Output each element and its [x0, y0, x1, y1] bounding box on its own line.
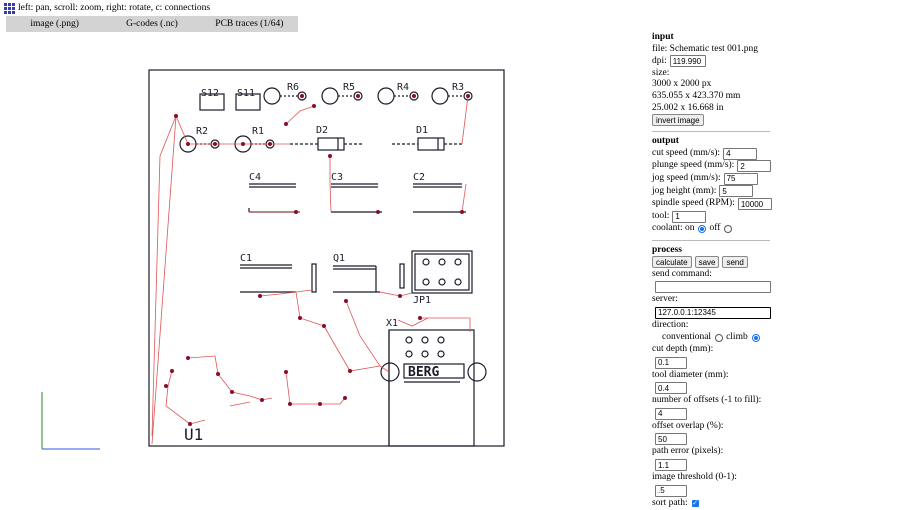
- label-r4: R4: [397, 82, 409, 93]
- control-panel: input file: Schematic test 001.png dpi: …: [652, 32, 897, 510]
- jog-lines: [151, 95, 471, 445]
- offsets-label: number of offsets (-1 to fill):: [652, 395, 762, 406]
- top-row-parts: [199, 87, 473, 111]
- x1-connector: [380, 329, 487, 447]
- divider: [652, 130, 770, 132]
- coolant-off-radio[interactable]: [724, 225, 733, 234]
- toolpath-viewport[interactable]: S12 S11 R6 R5 R4 R3 R2 R1 D2 D1 C4 C3 C2…: [0, 36, 640, 470]
- input-section-title: input: [652, 32, 674, 42]
- label-r2: R2: [196, 126, 208, 137]
- process-section-title: process: [652, 244, 682, 255]
- size-in: 25.002 x 16.668 in: [652, 102, 724, 113]
- label-q1: Q1: [333, 253, 345, 264]
- label-berg: BERG: [408, 365, 439, 380]
- capacitors: [240, 183, 466, 293]
- coolant-on-radio[interactable]: [698, 225, 707, 234]
- file-name: file: Schematic test 001.png: [652, 43, 759, 54]
- path-points: [164, 94, 470, 426]
- tool-diameter-label: tool diameter (mm):: [652, 369, 729, 380]
- coolant-label: coolant: on: [652, 223, 695, 234]
- size-mm: 635.055 x 423.370 mm: [652, 90, 741, 101]
- label-r5: R5: [343, 82, 355, 93]
- label-c4: C4: [249, 172, 261, 183]
- send-button[interactable]: send: [722, 256, 748, 269]
- view-tabs: image (.png) G-codes (.nc) PCB traces (1…: [6, 16, 298, 32]
- cut-speed-input[interactable]: [723, 147, 758, 160]
- spindle-speed-input[interactable]: [737, 198, 772, 211]
- sort-path-label: sort path:: [652, 498, 688, 509]
- app-grid-icon: [4, 2, 15, 14]
- server-label: server:: [652, 294, 678, 305]
- threshold-input[interactable]: [655, 484, 687, 497]
- tab-image[interactable]: image (.png): [30, 19, 79, 29]
- label-c1: C1: [240, 253, 252, 264]
- label-s12: S12: [201, 88, 219, 99]
- tab-gcodes[interactable]: G-codes (.nc): [126, 19, 178, 29]
- cut-speed-label: cut speed (mm/s):: [652, 147, 721, 158]
- cut-depth-input[interactable]: [655, 356, 687, 369]
- overlap-label: offset overlap (%):: [652, 420, 724, 431]
- climb-radio[interactable]: [751, 333, 760, 342]
- q1-jp1: [333, 250, 473, 294]
- plunge-speed-label: plunge speed (mm/s):: [652, 160, 735, 171]
- plunge-speed-input[interactable]: [737, 160, 772, 173]
- label-u1: U1: [184, 425, 203, 444]
- jog-height-input[interactable]: [719, 185, 754, 198]
- label-x1: X1: [386, 318, 398, 329]
- climb-label: climb: [726, 331, 748, 342]
- label-r3: R3: [452, 82, 464, 93]
- calculate-button[interactable]: calculate: [652, 256, 692, 269]
- label-jp1: JP1: [413, 295, 431, 306]
- server-input[interactable]: [655, 306, 771, 319]
- jog-speed-label: jog speed (mm/s):: [652, 173, 721, 184]
- board-outline: [148, 69, 505, 447]
- label-s11: S11: [237, 88, 255, 99]
- send-command-label: send command:: [652, 268, 712, 279]
- jog-height-label: jog height (mm):: [652, 185, 717, 196]
- path-error-label: path error (pixels):: [652, 446, 724, 457]
- direction-label: direction:: [652, 319, 689, 330]
- offsets-input[interactable]: [655, 407, 687, 420]
- tool-input[interactable]: [672, 210, 707, 223]
- divider: [652, 239, 770, 241]
- label-c2: C2: [413, 172, 425, 183]
- label-d1: D1: [416, 125, 428, 136]
- size-label: size:: [652, 67, 670, 78]
- threshold-label: image threshold (0-1):: [652, 472, 737, 483]
- dpi-label: dpi:: [652, 55, 667, 66]
- sort-path-checkbox[interactable]: ✓: [691, 499, 699, 508]
- conventional-label: conventional: [662, 331, 712, 342]
- label-r6: R6: [287, 82, 299, 93]
- label-d2: D2: [316, 125, 328, 136]
- controls-hint: left: pan, scroll: zoom, right: rotate, …: [18, 3, 211, 13]
- coolant-off-label: off: [709, 223, 721, 234]
- tab-pcb-traces[interactable]: PCB traces (1/64): [215, 19, 284, 29]
- header: left: pan, scroll: zoom, right: rotate, …: [4, 2, 210, 14]
- tool-label: tool:: [652, 210, 670, 221]
- conventional-radio[interactable]: [715, 333, 724, 342]
- jog-speed-input[interactable]: [723, 172, 758, 185]
- label-r1: R1: [252, 126, 264, 137]
- dpi-input[interactable]: [669, 55, 706, 68]
- overlap-input[interactable]: [655, 433, 687, 446]
- output-section-title: output: [652, 135, 679, 146]
- cut-depth-label: cut depth (mm):: [652, 344, 714, 355]
- label-c3: C3: [331, 172, 343, 183]
- save-button[interactable]: save: [694, 256, 720, 269]
- path-error-input[interactable]: [655, 459, 687, 472]
- spindle-speed-label: spindle speed (RPM):: [652, 198, 735, 209]
- invert-image-button[interactable]: invert image: [652, 114, 704, 127]
- size-px: 3000 x 2000 px: [652, 79, 712, 90]
- send-command-input[interactable]: [655, 281, 771, 294]
- tool-diameter-input[interactable]: [655, 382, 687, 395]
